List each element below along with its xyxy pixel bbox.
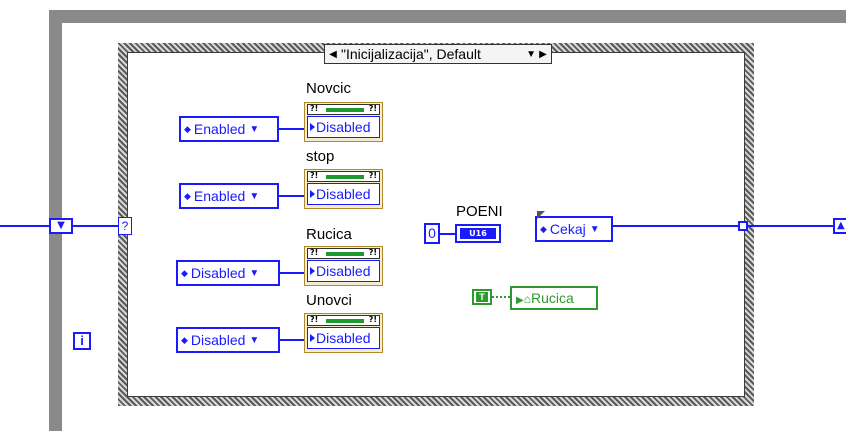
property-value: Disabled <box>307 260 380 282</box>
local-variable-label: Rucica <box>530 290 574 306</box>
enum-constant-value: Disabled <box>190 265 246 281</box>
increment-icon: ◆ <box>540 223 547 234</box>
while-loop-frame-top <box>49 10 846 23</box>
enum-constant-unovci[interactable]: ◆Disabled▼ <box>176 327 280 353</box>
property-value: Disabled <box>307 183 380 205</box>
dropdown-arrow-icon: ▼ <box>589 223 600 235</box>
property-node-label-unovci: Unovci <box>306 292 352 309</box>
property-node-novcic[interactable]: ?!?! Disabled <box>304 102 383 142</box>
boolean-constant[interactable]: T <box>472 289 492 305</box>
dropdown-arrow-icon: ▼ <box>249 190 260 202</box>
wire-to-shift-register <box>748 225 834 227</box>
local-variable-rucica[interactable]: ▶⌂Rucica <box>510 286 598 310</box>
enum-constant-value: Enabled <box>193 188 246 204</box>
property-node-unovci[interactable]: ?!?! Disabled <box>304 313 383 353</box>
dropdown-arrow-icon: ▼ <box>249 123 260 135</box>
dropdown-arrow-icon: ▼ <box>249 334 260 346</box>
case-dropdown-icon[interactable]: ▼ <box>526 48 536 60</box>
chevron-down-icon: ▼ <box>57 220 65 231</box>
house-icon: ⌂ <box>523 292 531 306</box>
decrement-case-icon[interactable]: ◀ <box>329 48 337 60</box>
enum-constant-novcic[interactable]: ◆Enabled▼ <box>179 116 279 142</box>
increment-icon: ◆ <box>181 334 188 345</box>
increment-icon: ◆ <box>184 123 191 134</box>
enum-constant-value: Disabled <box>190 332 246 348</box>
case-selector[interactable]: ◀ "Inicijalizacija", Default ▼ ▶ <box>324 44 552 64</box>
wire-input <box>0 225 52 227</box>
case-selector-terminal[interactable]: ? <box>118 217 132 235</box>
numeric-constant[interactable]: 0 <box>424 223 440 244</box>
wire-novcic <box>279 128 305 130</box>
property-node-label-rucica: Rucica <box>306 226 352 243</box>
increment-icon: ◆ <box>184 190 191 201</box>
poeni-label: POENI <box>456 203 503 220</box>
enum-constant-stop[interactable]: ◆Enabled▼ <box>179 183 279 209</box>
wire-rucica <box>280 272 305 274</box>
increment-case-icon[interactable]: ▶ <box>539 48 547 60</box>
enum-constant-value: Enabled <box>193 121 246 137</box>
typedef-corner-icon <box>537 211 545 219</box>
play-arrow-icon: ▶ <box>516 295 524 306</box>
enum-constant-state[interactable]: ◆Cekaj▼ <box>535 216 613 242</box>
output-tunnel[interactable] <box>738 221 748 231</box>
property-node-label-novcic: Novcic <box>306 80 352 97</box>
increment-icon: ◆ <box>181 267 188 278</box>
wire-state-out <box>613 225 741 227</box>
dropdown-arrow-icon: ▼ <box>249 267 260 279</box>
case-selector-label: "Inicijalizacija", Default <box>341 46 481 62</box>
shift-register-left[interactable]: ▼ <box>49 218 73 234</box>
enum-constant-rucica[interactable]: ◆Disabled▼ <box>176 260 280 286</box>
wire-unovci <box>280 339 305 341</box>
wire-stop <box>279 195 305 197</box>
property-node-stop[interactable]: ?!?! Disabled <box>304 169 383 209</box>
wire-to-case <box>73 225 119 227</box>
enum-constant-value: Cekaj <box>549 221 586 237</box>
property-node-label-stop: stop <box>306 148 335 165</box>
iteration-terminal[interactable]: i <box>73 332 91 350</box>
u16-type-badge: U16 <box>460 228 496 239</box>
boolean-value: T <box>476 292 488 302</box>
property-value: Disabled <box>307 116 380 138</box>
shift-register-right[interactable]: ▲ <box>833 218 846 234</box>
poeni-indicator[interactable]: U16 <box>455 224 501 243</box>
wire-boolean <box>492 296 510 298</box>
property-node-rucica[interactable]: ?!?! Disabled <box>304 246 383 286</box>
property-value: Disabled <box>307 327 380 349</box>
chevron-up-icon: ▲ <box>837 220 845 231</box>
wire-poeni <box>440 233 456 235</box>
